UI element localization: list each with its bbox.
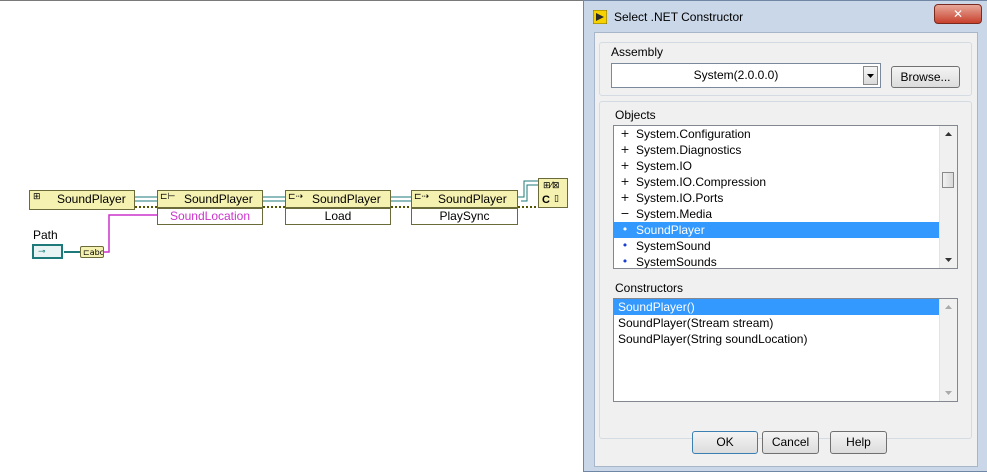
object-list-item[interactable]: + System.Diagnostics bbox=[614, 142, 941, 158]
object-label: System.Configuration bbox=[636, 127, 751, 141]
object-list-item[interactable]: • SystemSound bbox=[614, 238, 941, 254]
cancel-button[interactable]: Cancel bbox=[762, 431, 819, 454]
method-playsync[interactable]: PlaySync bbox=[411, 208, 518, 225]
expand-icon[interactable]: + bbox=[620, 175, 630, 188]
property-soundlocation[interactable]: SoundLocation bbox=[157, 208, 263, 225]
collapse-icon[interactable]: − bbox=[620, 207, 630, 220]
method-name: Load bbox=[324, 209, 352, 223]
object-label: System.IO bbox=[636, 159, 693, 173]
property-name: SoundLocation bbox=[169, 209, 251, 223]
invoke-node-playsync-header[interactable]: ⊏⇢ SoundPlayer bbox=[411, 190, 518, 208]
method-load[interactable]: Load bbox=[285, 208, 391, 225]
help-label: Help bbox=[846, 435, 871, 449]
close-reference-icon: ⊞⁄⊠ bbox=[543, 181, 560, 191]
labview-app-icon bbox=[593, 10, 607, 24]
assembly-value: System(2.0.0.0) bbox=[693, 68, 779, 82]
class-bullet-icon[interactable]: • bbox=[621, 255, 629, 268]
object-label: System.IO.Ports bbox=[636, 191, 724, 205]
constructor-list-item[interactable]: SoundPlayer(String soundLocation) bbox=[618, 332, 808, 346]
constructor-node[interactable]: ⊞ SoundPlayer bbox=[29, 190, 135, 210]
object-label: SystemSound bbox=[636, 239, 711, 253]
property-node-class: SoundPlayer bbox=[184, 192, 253, 206]
constructors-scrollbar[interactable] bbox=[939, 299, 957, 401]
path-to-string-node[interactable]: ⊏abc bbox=[80, 246, 104, 258]
browse-label: Browse... bbox=[900, 70, 951, 84]
expand-icon[interactable]: + bbox=[620, 159, 630, 172]
block-diagram bbox=[64, 180, 538, 253]
object-list-item[interactable]: + System.Configuration bbox=[614, 126, 941, 142]
dialog-title: Select .NET Constructor bbox=[614, 10, 744, 24]
invoke-icon: ⊏⇢ bbox=[288, 192, 304, 202]
object-list-item[interactable]: + System.IO bbox=[614, 158, 941, 174]
method-name: PlaySync bbox=[439, 209, 490, 223]
property-node-header[interactable]: ⊏⊢ SoundPlayer bbox=[157, 190, 263, 208]
constructors-label: Constructors bbox=[615, 281, 684, 295]
scroll-down-icon[interactable] bbox=[940, 384, 957, 401]
object-label: System.Media bbox=[636, 207, 713, 221]
path-icon: ⊸ bbox=[38, 247, 46, 257]
constructors-list[interactable]: SoundPlayer()SoundPlayer(Stream stream) S… bbox=[613, 298, 958, 402]
cancel-label: Cancel bbox=[771, 435, 810, 449]
class-bullet-icon[interactable]: • bbox=[621, 239, 629, 252]
constructor-node-label: SoundPlayer bbox=[57, 192, 126, 206]
object-list-item[interactable]: −System.Media bbox=[614, 206, 941, 222]
objects-label: Objects bbox=[615, 108, 656, 122]
close-reference-glyph: C bbox=[542, 194, 550, 206]
assembly-dropdown-button[interactable] bbox=[863, 66, 878, 85]
invoke-node-load-header[interactable]: ⊏⇢ SoundPlayer bbox=[285, 190, 391, 208]
chevron-down-icon bbox=[867, 74, 874, 78]
class-bullet-icon[interactable]: • bbox=[621, 223, 629, 236]
path-control-label: Path bbox=[33, 228, 58, 242]
close-reference-node[interactable]: ⊞⁄⊠ C ▯ bbox=[538, 178, 568, 208]
objects-scrollbar[interactable] bbox=[939, 126, 957, 268]
property-icon: ⊏⊢ bbox=[160, 192, 176, 202]
scroll-up-icon[interactable] bbox=[940, 299, 957, 316]
scroll-up-icon[interactable] bbox=[940, 126, 957, 143]
invoke-node-class: SoundPlayer bbox=[312, 192, 381, 206]
assembly-select[interactable]: System(2.0.0.0) bbox=[611, 63, 881, 88]
browse-button[interactable]: Browse... bbox=[891, 66, 960, 88]
expand-icon[interactable]: + bbox=[620, 143, 630, 156]
object-list-item[interactable]: + System.IO.Ports bbox=[614, 190, 941, 206]
ok-button[interactable]: OK bbox=[692, 431, 758, 454]
objects-scroll-thumb[interactable] bbox=[942, 172, 954, 188]
close-icon: ✕ bbox=[952, 7, 964, 21]
invoke-node-class: SoundPlayer bbox=[438, 192, 507, 206]
page-icon: ▯ bbox=[554, 194, 559, 204]
constructor-icon: ⊞ bbox=[33, 192, 41, 202]
select-net-constructor-dialog: Select .NET Constructor ✕ Assembly Syste… bbox=[583, 0, 987, 472]
objects-list[interactable]: + System.Configuration + System.Diagnostics… bbox=[613, 125, 958, 269]
path-wire bbox=[64, 214, 157, 253]
help-button[interactable]: Help bbox=[830, 431, 887, 454]
assembly-label: Assembly bbox=[611, 45, 664, 59]
object-list-item[interactable]: + System.IO.Compression bbox=[614, 174, 941, 190]
expand-icon[interactable]: + bbox=[620, 127, 630, 140]
dialog-client: Assembly System(2.0.0.0) Browse... Objec… bbox=[594, 32, 978, 467]
object-list-item[interactable]: • SoundPlayer bbox=[614, 222, 941, 238]
object-label: System.IO.Compression bbox=[636, 175, 767, 189]
object-label: SystemSounds bbox=[636, 255, 717, 269]
close-button[interactable]: ✕ bbox=[934, 4, 982, 24]
convert-icon: ⊏abc bbox=[83, 248, 104, 257]
top-border bbox=[0, 0, 590, 1]
invoke-icon: ⊏⇢ bbox=[414, 192, 430, 202]
ok-label: OK bbox=[716, 435, 734, 449]
object-label: SoundPlayer bbox=[636, 223, 705, 237]
object-label: System.Diagnostics bbox=[636, 143, 742, 157]
constructor-list-item[interactable]: SoundPlayer() bbox=[614, 299, 941, 315]
expand-icon[interactable]: + bbox=[620, 191, 630, 204]
refnum-wire bbox=[135, 180, 538, 202]
scroll-down-icon[interactable] bbox=[940, 251, 957, 268]
object-list-item[interactable]: • SystemSounds bbox=[614, 254, 941, 269]
constructor-list-item[interactable]: SoundPlayer(Stream stream) bbox=[618, 316, 774, 330]
path-control-terminal[interactable]: ⊸ bbox=[32, 244, 63, 259]
